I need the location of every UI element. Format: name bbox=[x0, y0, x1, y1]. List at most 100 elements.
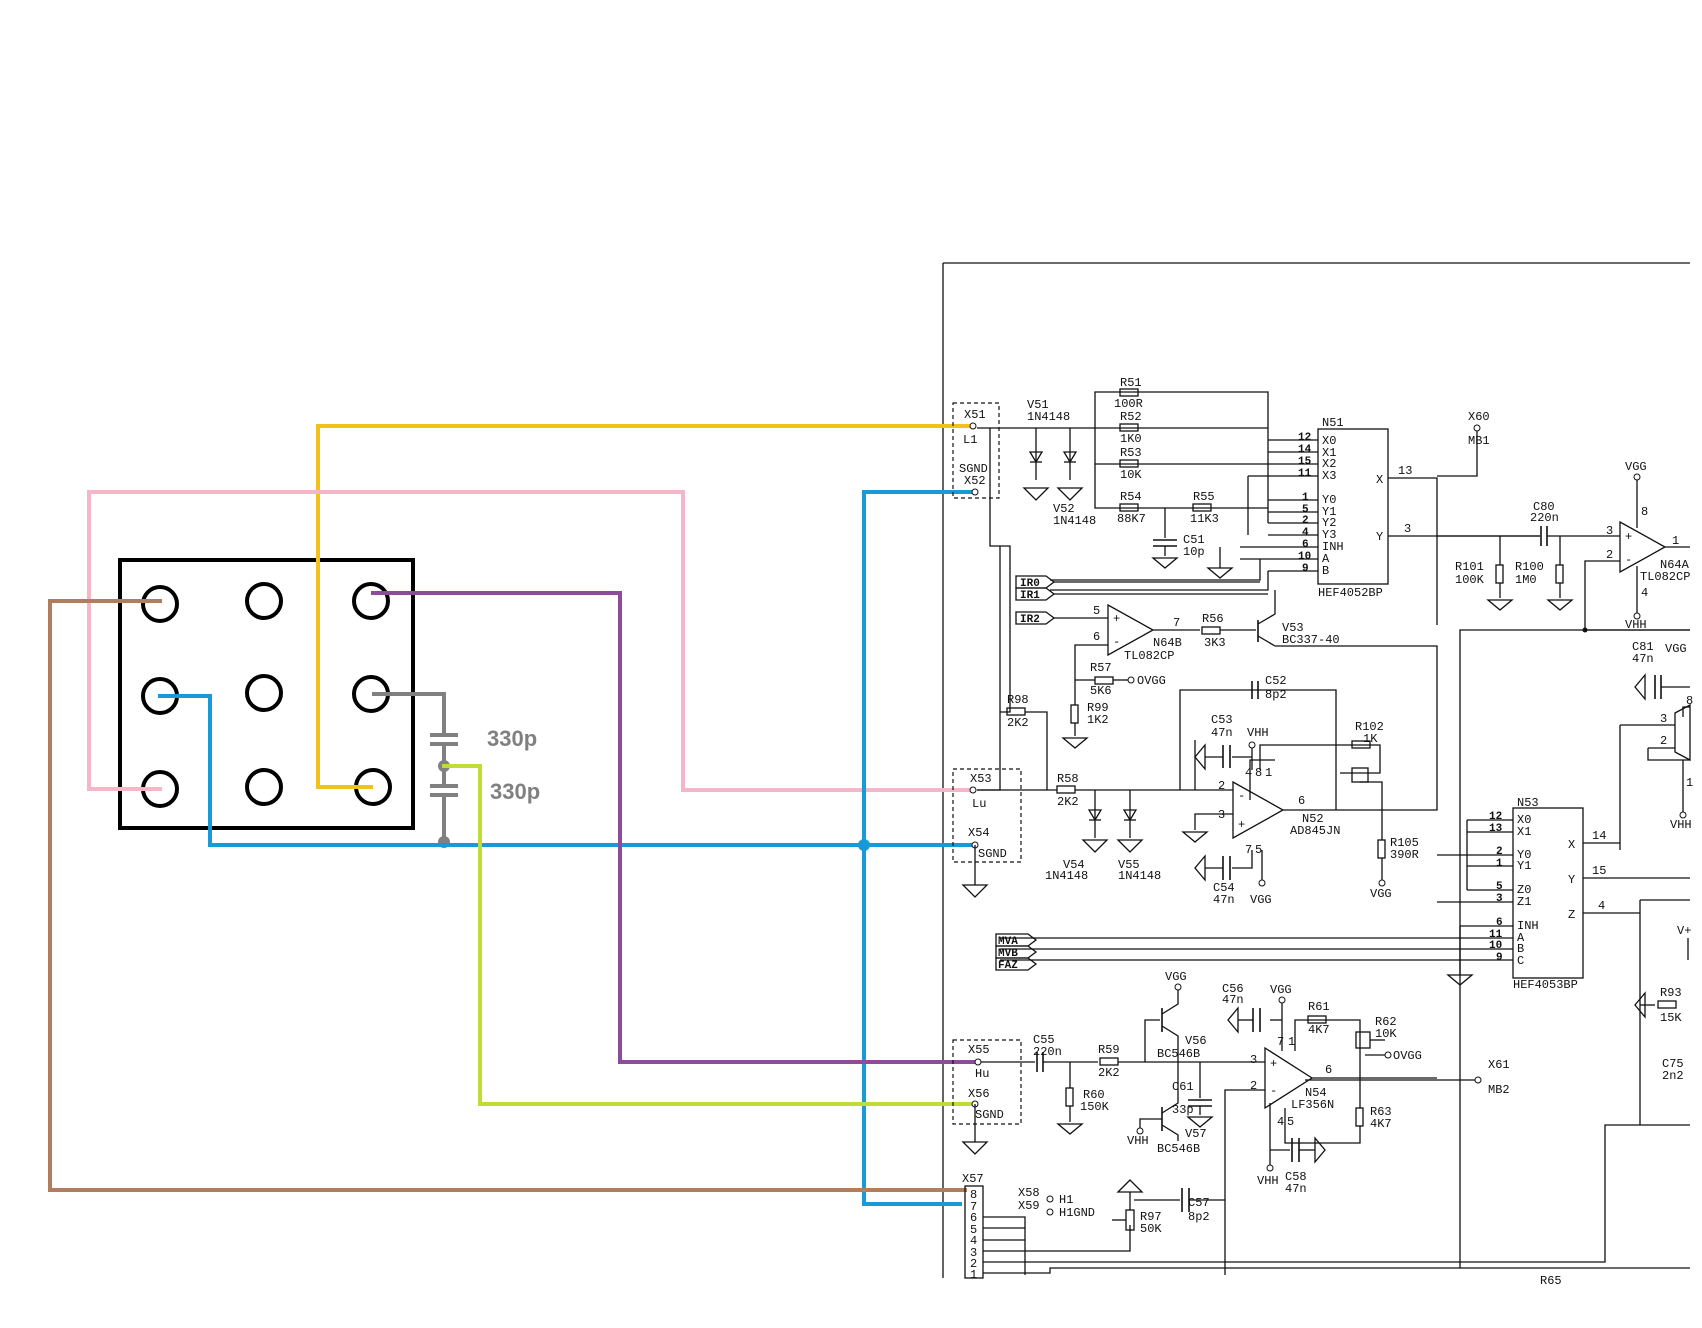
svg-text:10: 10 bbox=[1489, 940, 1502, 952]
svg-text:8: 8 bbox=[970, 1188, 977, 1202]
svg-text:R65: R65 bbox=[1540, 1274, 1562, 1288]
svg-text:220n: 220n bbox=[1033, 1045, 1062, 1059]
connector-x61: X61 MB2 bbox=[1305, 1058, 1510, 1097]
svg-text:3K3: 3K3 bbox=[1204, 636, 1226, 650]
svg-text:MVA: MVA bbox=[998, 936, 1018, 948]
svg-text:BC337-40: BC337-40 bbox=[1282, 633, 1340, 647]
svg-text:C: C bbox=[1517, 954, 1524, 968]
svg-text:X1: X1 bbox=[1322, 446, 1336, 460]
svg-text:9: 9 bbox=[1302, 563, 1309, 575]
svg-text:1K0: 1K0 bbox=[1120, 432, 1142, 446]
svg-text:R54: R54 bbox=[1120, 490, 1142, 504]
svg-text:6: 6 bbox=[1302, 539, 1309, 551]
svg-text:SGND: SGND bbox=[975, 1108, 1004, 1122]
opamp-n54: C55 220n R60 150K R59 2K2 VGG V56 BC546B… bbox=[981, 970, 1437, 1275]
svg-text:N52: N52 bbox=[1302, 812, 1324, 826]
right-partial-opamp: C81 47n VGG 8 3 2 1 VHH bbox=[1619, 640, 1693, 1125]
svg-text:2: 2 bbox=[1606, 548, 1613, 562]
svg-text:3: 3 bbox=[1250, 1053, 1257, 1067]
svg-text:390R: 390R bbox=[1390, 848, 1419, 862]
svg-text:2K2: 2K2 bbox=[1007, 716, 1029, 730]
svg-text:N54: N54 bbox=[1305, 1086, 1327, 1100]
svg-text:33p: 33p bbox=[1172, 1103, 1194, 1117]
svg-text:X1: X1 bbox=[1517, 825, 1531, 839]
svg-text:4: 4 bbox=[1641, 586, 1648, 600]
svg-text:R59: R59 bbox=[1098, 1043, 1120, 1057]
svg-text:1: 1 bbox=[1672, 534, 1679, 548]
svg-text:15K: 15K bbox=[1660, 1011, 1682, 1025]
svg-text:X: X bbox=[1568, 838, 1575, 852]
svg-text:7: 7 bbox=[1173, 616, 1180, 630]
svg-text:X0: X0 bbox=[1322, 434, 1336, 448]
svg-text:88K7: 88K7 bbox=[1117, 512, 1146, 526]
svg-text:R98: R98 bbox=[1007, 693, 1029, 707]
svg-text:4: 4 bbox=[1598, 899, 1605, 913]
svg-text:IR0: IR0 bbox=[1020, 578, 1040, 590]
connector-x60: X60 MB1 bbox=[1437, 410, 1490, 477]
svg-text:220n: 220n bbox=[1530, 511, 1559, 525]
svg-text:R58: R58 bbox=[1057, 772, 1079, 786]
svg-text:+: + bbox=[1270, 1057, 1277, 1071]
svg-text:100R: 100R bbox=[1114, 397, 1143, 411]
svg-text:2K2: 2K2 bbox=[1057, 795, 1079, 809]
connector-x55-x56: X55 Hu X56 SGND bbox=[952, 1039, 1022, 1155]
svg-text:X51: X51 bbox=[964, 408, 986, 422]
svg-text:R93: R93 bbox=[1660, 986, 1682, 1000]
svg-text:R61: R61 bbox=[1308, 1000, 1330, 1014]
connector-x51-x52: X51 L1 SGND X52 bbox=[952, 402, 1000, 499]
svg-text:10p: 10p bbox=[1183, 545, 1205, 559]
capacitor-label-1: 330p bbox=[487, 726, 537, 751]
svg-text:IR2: IR2 bbox=[1020, 614, 1040, 626]
svg-text:R55: R55 bbox=[1193, 490, 1215, 504]
svg-text:VGG: VGG bbox=[1665, 642, 1687, 656]
svg-text:R62: R62 bbox=[1375, 1015, 1397, 1029]
wire-pink bbox=[87, 490, 975, 792]
svg-text:1: 1 bbox=[1686, 776, 1693, 790]
svg-text:10K: 10K bbox=[1120, 468, 1142, 482]
socket-pin-2 bbox=[245, 582, 283, 620]
svg-text:4: 4 bbox=[970, 1234, 977, 1248]
svg-text:2: 2 bbox=[1660, 734, 1667, 748]
svg-text:V57: V57 bbox=[1185, 1127, 1207, 1141]
svg-text:Z: Z bbox=[1568, 908, 1575, 922]
svg-text:10: 10 bbox=[1298, 551, 1311, 563]
svg-text:3: 3 bbox=[1404, 522, 1411, 536]
svg-text:4: 4 bbox=[1302, 527, 1309, 539]
svg-text:Z1: Z1 bbox=[1517, 895, 1531, 909]
svg-text:1K: 1K bbox=[1363, 732, 1378, 746]
svg-text:VGG: VGG bbox=[1625, 460, 1647, 474]
svg-text:VHH: VHH bbox=[1247, 726, 1269, 740]
svg-text:C52: C52 bbox=[1265, 674, 1287, 688]
svg-text:6: 6 bbox=[1093, 630, 1100, 644]
svg-text:A: A bbox=[1517, 931, 1525, 945]
svg-text:5: 5 bbox=[1093, 604, 1100, 618]
svg-text:Y1: Y1 bbox=[1517, 859, 1531, 873]
svg-text:4K7: 4K7 bbox=[1308, 1023, 1330, 1037]
wire-brown bbox=[48, 599, 967, 1192]
svg-text:R56: R56 bbox=[1202, 612, 1224, 626]
mux-control-tags: MVA MVB FAZ bbox=[995, 933, 1038, 972]
svg-text:TL082CP: TL082CP bbox=[1640, 570, 1690, 584]
gray-capacitor-network bbox=[372, 692, 458, 848]
svg-text:R99: R99 bbox=[1087, 701, 1109, 715]
svg-text:2: 2 bbox=[1218, 779, 1225, 793]
svg-text:+: + bbox=[1238, 818, 1245, 832]
svg-text:8p2: 8p2 bbox=[1188, 1210, 1210, 1224]
opamp-n64a: C80 220n R101 100K R100 1M0 + - 3 2 8 4 … bbox=[1437, 460, 1690, 1268]
svg-text:8: 8 bbox=[1255, 766, 1262, 780]
r97-c57: R97 50K C57 8p2 bbox=[1112, 1179, 1225, 1236]
svg-text:4K7: 4K7 bbox=[1370, 1117, 1392, 1131]
svg-text:X58: X58 bbox=[1018, 1186, 1040, 1200]
svg-text:5: 5 bbox=[1287, 1115, 1294, 1129]
svg-text:BC546B: BC546B bbox=[1157, 1142, 1200, 1156]
svg-text:R100: R100 bbox=[1515, 560, 1544, 574]
svg-text:12: 12 bbox=[1298, 432, 1311, 444]
svg-text:2: 2 bbox=[1302, 515, 1309, 527]
svg-text:C75: C75 bbox=[1662, 1057, 1684, 1071]
svg-text:C81: C81 bbox=[1632, 640, 1654, 654]
svg-text:AD845JN: AD845JN bbox=[1290, 824, 1340, 838]
svg-text:2: 2 bbox=[970, 1257, 977, 1271]
svg-text:MB2: MB2 bbox=[1488, 1083, 1510, 1097]
svg-text:V52: V52 bbox=[1053, 502, 1075, 516]
